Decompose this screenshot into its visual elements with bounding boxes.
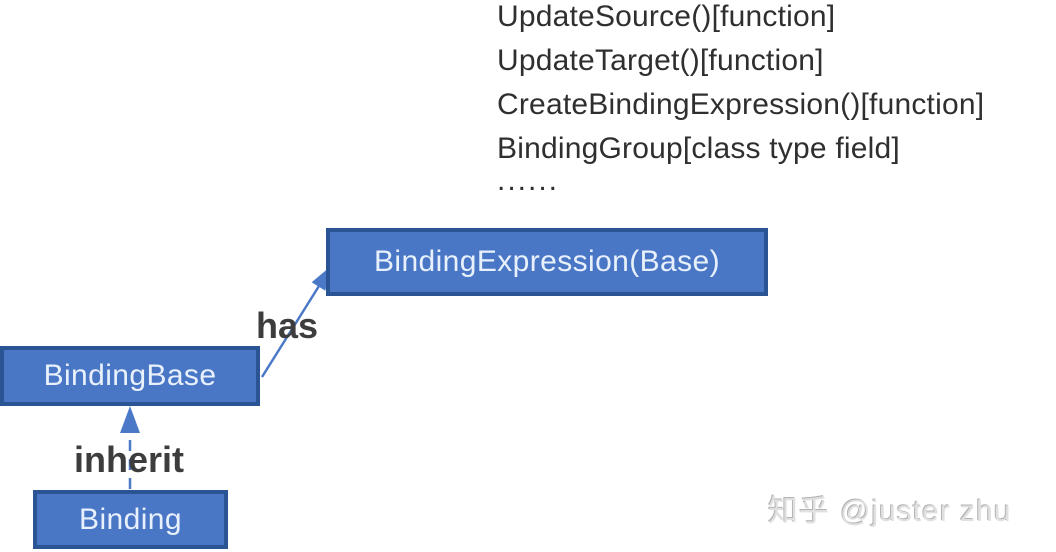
- node-binding-expression-label: BindingExpression(Base): [373, 245, 721, 278]
- node-binding: Binding: [33, 490, 228, 549]
- member-list-line: CreateBindingExpression()[function]: [497, 88, 985, 121]
- node-binding-base: BindingBase: [0, 346, 260, 406]
- watermark: 知乎 @juster zhu: [768, 486, 1012, 530]
- node-binding-base-label: BindingBase: [43, 359, 217, 392]
- zhihu-brand-text: 知乎: [768, 495, 830, 528]
- member-list-ellipsis: ......: [497, 164, 560, 197]
- edge-label-inherit: inherit: [74, 439, 185, 480]
- node-binding-expression: BindingExpression(Base): [326, 228, 768, 296]
- member-list-line: UpdateSource()[function]: [497, 0, 836, 33]
- watermark-author: @juster zhu: [840, 495, 1012, 528]
- edge-label-has: has: [256, 305, 319, 346]
- member-list-line: UpdateTarget()[function]: [497, 44, 824, 77]
- member-list: UpdateSource()[function] UpdateTarget()[…: [497, 0, 984, 203]
- member-list-line: BindingGroup[class type field]: [497, 132, 900, 165]
- node-binding-label: Binding: [79, 502, 182, 536]
